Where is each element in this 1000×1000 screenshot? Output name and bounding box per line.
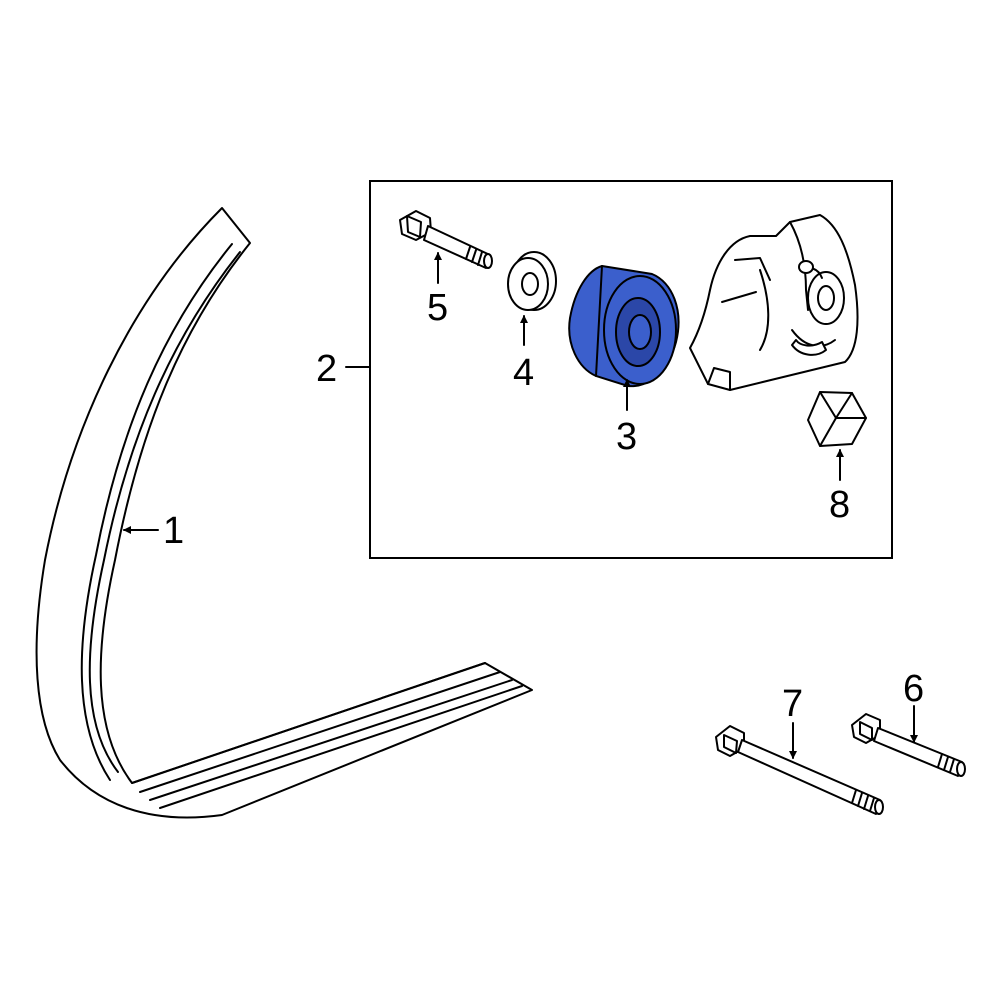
bolt-6[interactable] <box>851 713 966 777</box>
washer-4[interactable] <box>507 251 557 311</box>
callout-1: 1 <box>163 510 184 552</box>
assembly-box <box>369 180 893 559</box>
tensioner-bracket[interactable] <box>689 214 859 391</box>
callout-8: 8 <box>829 484 850 526</box>
callout-3: 3 <box>616 416 637 458</box>
serpentine-belt[interactable] <box>35 207 533 819</box>
idler-pulley-3[interactable] <box>568 264 680 388</box>
bolt-7[interactable] <box>715 725 884 815</box>
callout-4: 4 <box>513 352 534 394</box>
callout-5: 5 <box>427 287 448 329</box>
callout-7: 7 <box>782 683 803 725</box>
callout-2: 2 <box>316 348 337 390</box>
nut-8[interactable] <box>807 391 867 447</box>
callout-6: 6 <box>903 668 924 710</box>
bolt-5[interactable] <box>399 210 493 269</box>
